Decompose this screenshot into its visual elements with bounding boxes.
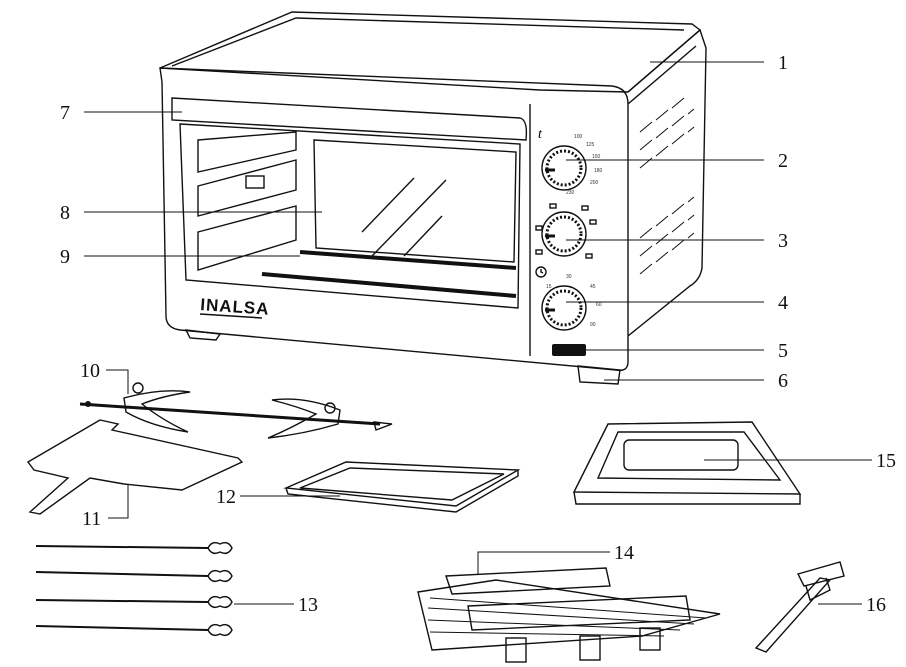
side-vents <box>639 97 695 275</box>
callout-5: 5 <box>778 340 788 362</box>
callout-11: 11 <box>82 508 101 530</box>
timer-tick: 90 <box>590 322 596 328</box>
temp-tick: 150 <box>592 154 601 160</box>
callout-14: 14 <box>614 542 634 564</box>
temp-tick: 125 <box>586 142 595 148</box>
wire-rack <box>417 567 721 663</box>
callout-16: 16 <box>866 594 886 616</box>
oven-top <box>159 11 702 93</box>
brand-logo: INALSA <box>200 295 270 319</box>
temperature-knob[interactable]: 100 125 150 180 200 230 t <box>538 127 603 196</box>
callout-15: 15 <box>876 450 896 472</box>
oven-side-panel <box>627 28 707 337</box>
timer-tick: 15 <box>546 284 552 290</box>
crumb-tray <box>572 421 802 505</box>
rotisserie-spit <box>79 382 393 439</box>
baking-tray <box>283 461 521 513</box>
callout-2: 2 <box>778 150 788 172</box>
callout-4: 4 <box>778 292 788 314</box>
callout-7: 7 <box>60 102 70 124</box>
door-handle <box>171 97 528 141</box>
timer-knob[interactable]: 15 30 45 60 90 <box>535 266 602 331</box>
oven-foot-left <box>184 329 222 341</box>
temp-tick: 230 <box>566 190 575 196</box>
tray-handle <box>754 561 845 653</box>
callout-6: 6 <box>778 370 788 392</box>
timer-tick: 60 <box>596 302 602 308</box>
oven: INALSA 100 125 150 180 200 230 t <box>159 11 707 385</box>
temp-tick: 200 <box>590 180 599 186</box>
callout-8: 8 <box>60 202 70 224</box>
callout-labels: 1 2 3 4 5 6 7 8 9 10 11 12 13 14 15 16 <box>60 52 896 616</box>
thermometer-icon: t <box>538 127 543 142</box>
function-knob[interactable] <box>535 203 597 259</box>
heating-element-lower <box>261 272 517 298</box>
callout-12: 12 <box>216 486 236 508</box>
temp-tick: 180 <box>594 168 603 174</box>
rotisserie-handle <box>26 419 244 515</box>
oven-foot-right <box>577 365 621 385</box>
callout-13: 13 <box>298 594 318 616</box>
indicator-light <box>552 344 586 356</box>
callout-9: 9 <box>60 246 70 268</box>
oven-front-frame <box>159 67 629 372</box>
timer-tick: 45 <box>590 284 596 290</box>
temp-tick: 100 <box>574 134 583 140</box>
door-frame <box>179 123 521 309</box>
rotisserie-fork-right <box>267 398 341 439</box>
callout-3: 3 <box>778 230 788 252</box>
clock-icon <box>535 266 547 278</box>
skewers <box>35 541 233 637</box>
heating-element-upper <box>299 250 517 270</box>
leader-lines <box>84 61 872 605</box>
callout-10: 10 <box>80 360 100 382</box>
timer-tick: 30 <box>566 274 572 280</box>
callout-1: 1 <box>778 52 788 74</box>
rotisserie-fork-left <box>123 390 191 433</box>
